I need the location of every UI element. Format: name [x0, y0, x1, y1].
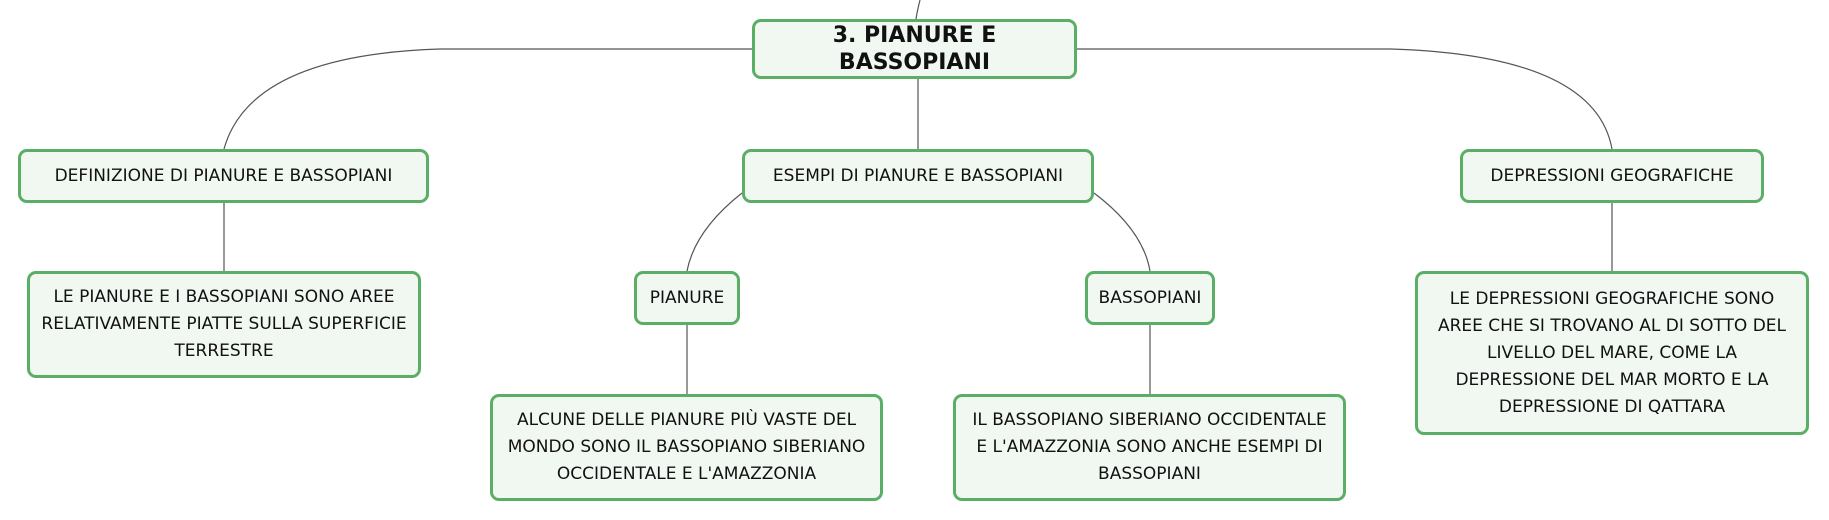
esempi-node-label: ESEMPI DI PIANURE E BASSOPIANI [772, 165, 1064, 186]
pianure-node-label: PIANURE [649, 287, 725, 308]
root-node-label: 3. PIANURE E BASSOPIANI [832, 23, 997, 75]
depressioni-node[interactable]: DEPRESSIONI GEOGRAFICHE [1460, 149, 1764, 203]
definizione-node-label: DEFINIZIONE DI PIANURE E BASSOPIANI [54, 165, 393, 186]
bassopiani-node[interactable]: BASSOPIANI [1085, 271, 1215, 325]
bassopiani-text: IL BASSOPIANO SIBERIANO OCCIDENTALE E L'… [972, 410, 1327, 484]
connector-esempi-bassopiani [1093, 192, 1151, 272]
definizione-text: LE PIANURE E I BASSOPIANI SONO AREE RELA… [41, 287, 407, 361]
pianure-text: ALCUNE DELLE PIANURE PIÙ VASTE DEL MONDO… [507, 410, 866, 484]
pianure-text-node[interactable]: ALCUNE DELLE PIANURE PIÙ VASTE DEL MONDO… [490, 394, 883, 501]
connector-root-definizione [223, 48, 752, 150]
connector-parent-root [915, 0, 921, 20]
esempi-node[interactable]: ESEMPI DI PIANURE E BASSOPIANI [742, 149, 1094, 203]
definizione-text-node[interactable]: LE PIANURE E I BASSOPIANI SONO AREE RELA… [27, 271, 421, 378]
root-node[interactable]: 3. PIANURE E BASSOPIANI [752, 19, 1077, 79]
depressioni-text-node[interactable]: LE DEPRESSIONI GEOGRAFICHE SONO AREE CHE… [1415, 271, 1809, 435]
pianure-node[interactable]: PIANURE [634, 271, 740, 325]
connector-root-depressioni [1077, 48, 1613, 150]
bassopiani-node-label: BASSOPIANI [1098, 287, 1202, 308]
connector-esempi-pianure [686, 192, 743, 272]
bassopiani-text-node[interactable]: IL BASSOPIANO SIBERIANO OCCIDENTALE E L'… [953, 394, 1346, 501]
definizione-node[interactable]: DEFINIZIONE DI PIANURE E BASSOPIANI [18, 149, 429, 203]
depressioni-node-label: DEPRESSIONI GEOGRAFICHE [1490, 165, 1734, 186]
depressioni-text: LE DEPRESSIONI GEOGRAFICHE SONO AREE CHE… [1437, 288, 1787, 417]
